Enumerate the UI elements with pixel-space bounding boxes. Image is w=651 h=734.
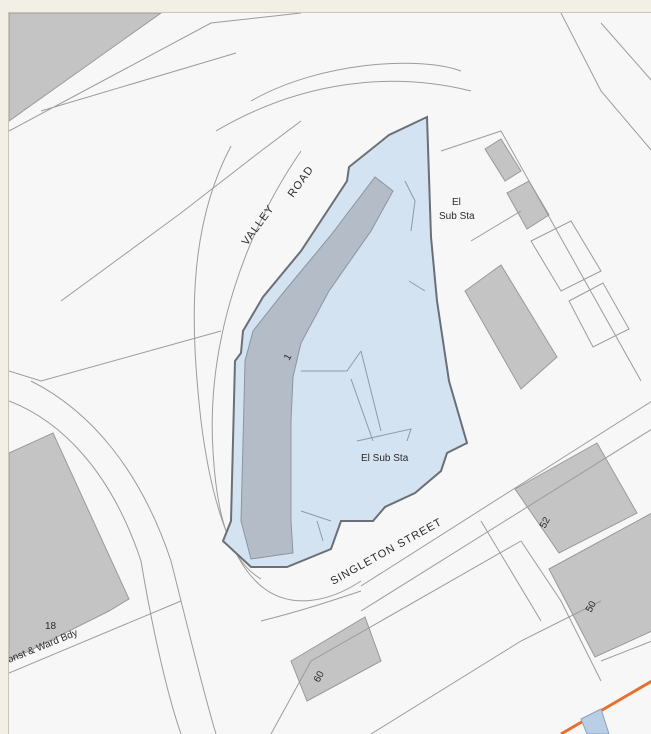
plot-outlines: [9, 13, 651, 734]
ward-boundary: [9, 600, 182, 674]
lower-road: [260, 540, 602, 734]
building-50: [548, 512, 651, 658]
surrounding-buildings: [9, 13, 651, 702]
left-road-a: [9, 400, 182, 734]
railway-line: [560, 679, 651, 734]
site-inner-lines: [300, 180, 426, 542]
building-60: [290, 616, 382, 702]
right-plot-lines: [440, 130, 642, 382]
building-right-a: [506, 180, 550, 230]
singleton-street-south: [360, 429, 651, 612]
label-el-top-1: El: [452, 197, 461, 208]
label-60: 60: [312, 669, 327, 684]
building-52: [514, 442, 638, 554]
left-road-b: [30, 380, 217, 734]
lower-right-plots: [480, 520, 651, 682]
label-el-site: El Sub Sta: [361, 453, 409, 464]
building-left-18: [9, 432, 130, 662]
building-top-left: [9, 13, 162, 122]
label-18: 18: [45, 621, 57, 632]
valley-road-outer: [215, 62, 472, 132]
label-52: 52: [538, 515, 553, 530]
building-right-large: [464, 264, 558, 390]
map-frame[interactable]: VALLEY ROAD El Sub Sta 1 El Sub Sta SING…: [8, 12, 651, 734]
site-building: [240, 176, 394, 560]
plot-north-west: [9, 13, 302, 382]
site-details: [300, 180, 426, 542]
site-location-map: VALLEY ROAD El Sub Sta 1 El Sub Sta SING…: [9, 13, 651, 734]
label-singleton-street: SINGLETON STREET: [329, 516, 445, 587]
label-road: ROAD: [286, 164, 317, 200]
railway-blue-plot: [580, 708, 610, 734]
label-building-1: 1: [282, 352, 295, 363]
label-50: 50: [584, 599, 599, 614]
valley-road-inner-curve: [193, 145, 362, 602]
label-el-top-2: Sub Sta: [439, 211, 475, 222]
singleton-street-north: [360, 401, 651, 587]
building-substation-right: [484, 138, 522, 182]
label-valley: VALLEY: [240, 203, 277, 248]
top-right-lines: [560, 13, 651, 151]
